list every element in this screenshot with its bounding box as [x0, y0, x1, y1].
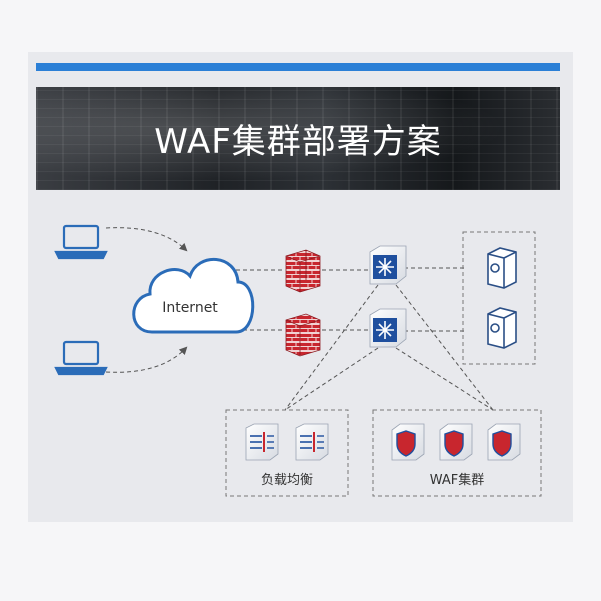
- switch2-to-lb-line: [284, 347, 379, 411]
- server-group-box: [462, 231, 536, 365]
- switch1-to-lb-line: [284, 284, 379, 411]
- waf-icon: [391, 423, 425, 461]
- banner-glow: [36, 87, 560, 190]
- cloud-label: Internet: [162, 300, 218, 316]
- banner: WAF集群部署方案: [36, 87, 560, 190]
- waf-group-box: [372, 409, 542, 497]
- accent-bar: [36, 63, 560, 71]
- switch2-to-waf-line: [395, 347, 494, 411]
- laptop1-to-cloud-line: [105, 227, 188, 252]
- cloud-icon: Internet: [132, 258, 255, 334]
- switch-icon: [369, 308, 407, 348]
- server-icon: [487, 247, 517, 289]
- server-icon: [487, 307, 517, 349]
- firewall-icon: [285, 249, 321, 293]
- load-balancer-icon: [295, 423, 329, 461]
- firewall-icon: [285, 313, 321, 357]
- laptop-icon: [54, 340, 108, 376]
- laptop-icon: [54, 224, 108, 260]
- switch1-to-waf-line: [395, 284, 494, 411]
- load-balancer-group-box: [225, 409, 349, 497]
- waf-icon: [439, 423, 473, 461]
- switch-icon: [369, 245, 407, 285]
- waf-group-label: WAF集群: [430, 472, 485, 488]
- load-balancer-icon: [245, 423, 279, 461]
- laptop2-to-cloud-line: [105, 346, 188, 373]
- load-balancer-group-label: 负载均衡: [261, 473, 313, 488]
- banner-title: WAF集群部署方案: [154, 122, 442, 162]
- waf-icon: [487, 423, 521, 461]
